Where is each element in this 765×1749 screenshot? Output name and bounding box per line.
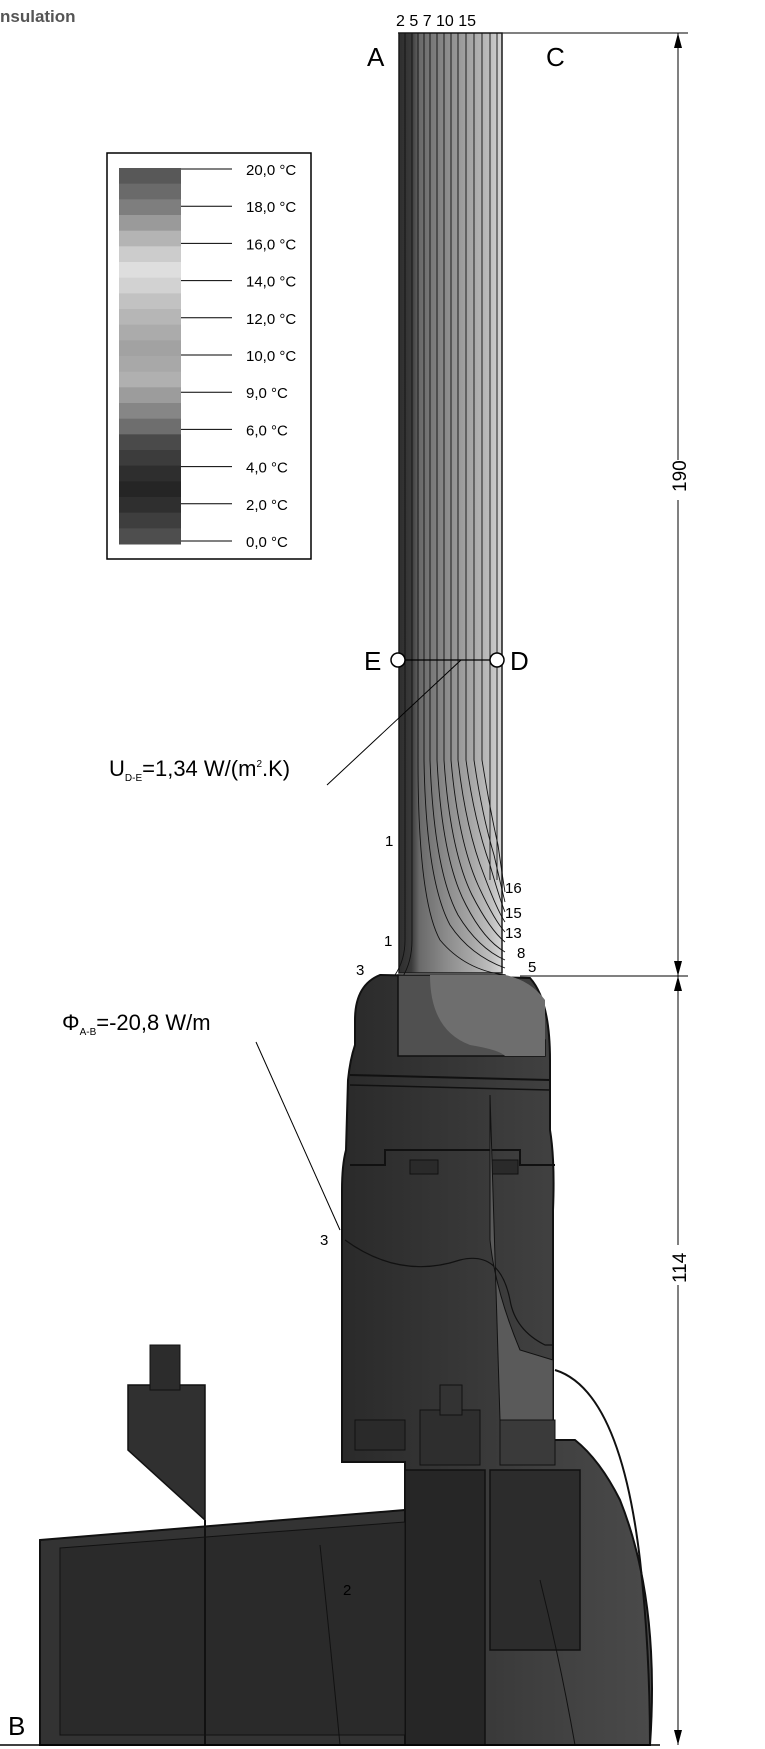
legend-label: 4,0 °C <box>246 460 288 477</box>
legend-swatches <box>119 168 181 545</box>
contour-label-16: 16 <box>505 880 522 897</box>
legend-label: 0,0 °C <box>246 534 288 551</box>
legend-swatch <box>119 340 181 357</box>
contour-label-3-mid: 3 <box>320 1232 328 1249</box>
label-E: E <box>364 646 381 676</box>
contour-label-1a: 1 <box>385 833 393 850</box>
contour-label-1b: 1 <box>384 933 392 950</box>
dimension-upper: 190 <box>670 460 691 492</box>
dimension-lower: 114 <box>670 1252 691 1283</box>
contour-label-8: 8 <box>517 945 525 962</box>
frame-assembly <box>341 973 653 1746</box>
point-D <box>489 652 505 668</box>
header-fragment: nsulation <box>0 7 76 26</box>
legend-label: 16,0 °C <box>246 236 296 253</box>
phi-value-label: ΦA-B=-20,8 W/m <box>62 1010 211 1038</box>
label-D: D <box>510 646 529 676</box>
label-B: B <box>8 1711 25 1741</box>
label-C: C <box>546 42 565 72</box>
point-E <box>390 652 406 668</box>
contour-label-15: 15 <box>505 905 522 922</box>
legend-label: 6,0 °C <box>246 422 288 439</box>
legend-swatch <box>119 356 181 373</box>
legend-swatch <box>119 528 181 545</box>
legend-swatch <box>119 199 181 216</box>
contour-numbers-top: 2 5 7 10 15 <box>396 13 476 30</box>
legend-label: 20,0 °C <box>246 162 296 179</box>
legend-swatch <box>119 309 181 326</box>
isotherm-lines <box>394 33 506 979</box>
legend-label: 2,0 °C <box>246 497 288 514</box>
legend-swatch <box>119 168 181 185</box>
u-value-label: UD-E=1,34 W/(m2.K) <box>109 756 290 784</box>
legend-swatch <box>119 403 181 420</box>
legend-swatch <box>119 434 181 451</box>
legend-label: 12,0 °C <box>246 311 296 328</box>
legend-swatch <box>119 215 181 232</box>
contour-label-5: 5 <box>528 959 536 976</box>
contour-labels: 1 1 3 16 15 13 8 5 3 2 2 3 <box>320 833 536 1599</box>
glazing-panel <box>399 33 502 973</box>
legend-swatch <box>119 277 181 294</box>
legend-swatch <box>119 465 181 482</box>
legend-swatch <box>119 183 181 200</box>
label-A: A <box>367 42 385 72</box>
legend-swatch <box>119 387 181 404</box>
legend-swatch <box>119 262 181 279</box>
legend-swatch <box>119 246 181 263</box>
phi-value-leader <box>255 1041 341 1231</box>
legend-swatch <box>119 293 181 310</box>
legend-swatch <box>119 371 181 388</box>
legend-swatch <box>119 230 181 247</box>
contour-label-13: 13 <box>505 925 522 942</box>
legend-swatch <box>119 418 181 435</box>
legend-label: 9,0 °C <box>246 385 288 402</box>
temperature-legend: 20,0 °C 18,0 °C 16,0 °C 14,0 °C 12,0 °C 10,0 … <box>106 152 312 560</box>
legend-swatch <box>119 497 181 514</box>
contour-label-2-mid: 2 <box>343 1582 351 1599</box>
legend-label: 18,0 °C <box>246 199 296 216</box>
contour-label-3-left: 3 <box>356 962 364 979</box>
legend-label: 10,0 °C <box>246 348 296 365</box>
legend-swatch <box>119 450 181 467</box>
sill-assembly <box>39 1344 576 1746</box>
legend-swatch <box>119 324 181 341</box>
legend-swatch <box>119 481 181 498</box>
legend-label: 14,0 °C <box>246 274 296 291</box>
legend-swatch <box>119 512 181 529</box>
u-value-leader <box>326 659 462 786</box>
